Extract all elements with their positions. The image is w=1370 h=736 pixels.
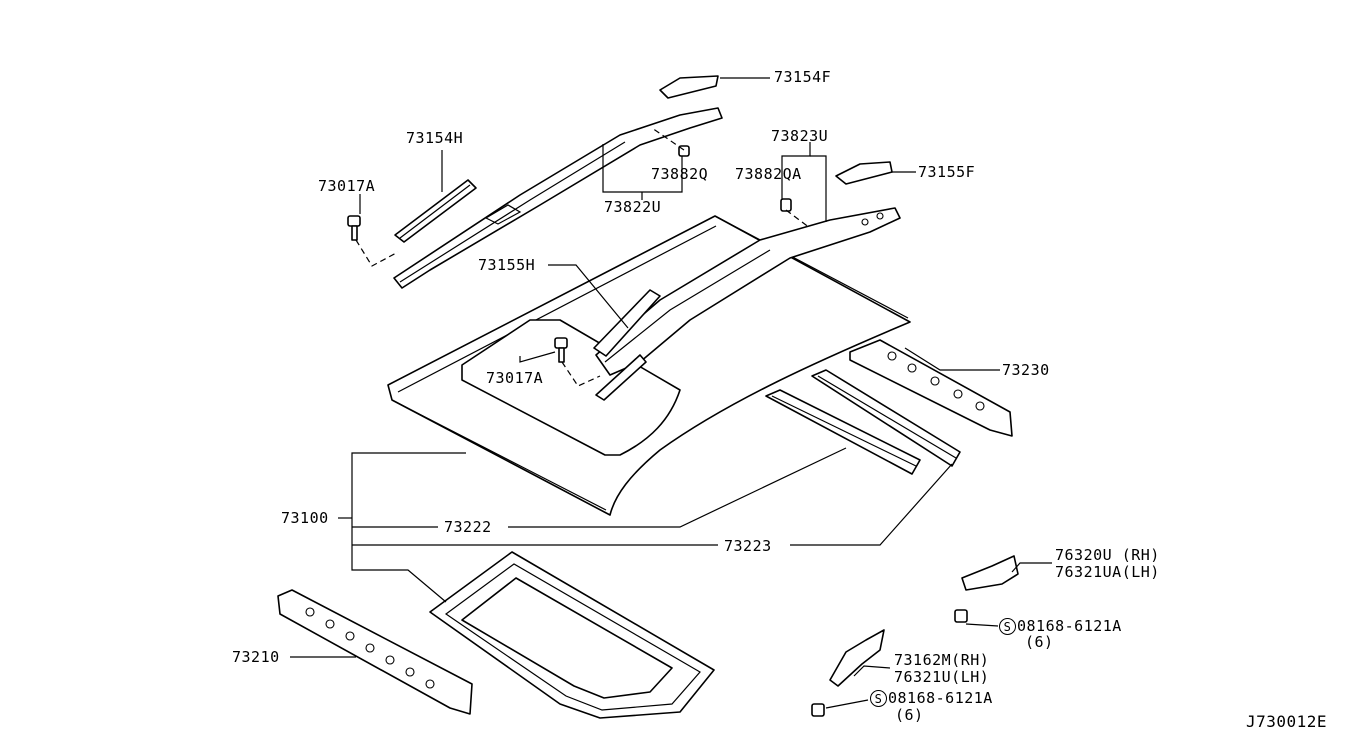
bracket-73162m[interactable] [811,629,885,717]
label-73230: 73230 [1002,361,1050,379]
label-76321ua: 76321UA(LH) [1055,563,1160,581]
bolt-08168-upper[interactable] [954,609,968,623]
cover-73154f[interactable] [659,75,719,99]
strip-73155h[interactable] [593,289,661,401]
label-qty-lower: (6) [895,706,924,724]
label-76320u: 76320U (RH) [1055,546,1160,564]
roof-bow-73230[interactable] [849,339,1013,437]
label-73882qa: 73882QA [735,165,802,183]
label-73154f: 73154F [774,68,832,86]
label-73155h: 73155H [478,256,536,274]
bolt-73017a-lower[interactable] [554,337,568,363]
label-qty-upper: (6) [1025,633,1054,651]
roof-bow-73222[interactable] [765,389,921,475]
label-73882q: 73882Q [651,165,709,183]
s-symbol-icon: S [999,618,1016,635]
label-73222: 73222 [444,518,492,536]
s-symbol-icon: S [870,690,887,707]
cover-73155f[interactable] [835,161,893,185]
sunroof-opening [461,319,681,456]
label-73223: 73223 [724,537,772,555]
clip-73882qa[interactable] [780,198,792,212]
label-73155f: 73155F [918,163,976,181]
diagram-id: J730012E [1246,712,1328,731]
label-73210: 73210 [232,648,280,666]
label-73154h: 73154H [406,129,464,147]
bolt-73017a-upper[interactable] [347,215,361,241]
label-76321u: 76321U(LH) [894,668,990,686]
cross-member-73210[interactable] [277,589,473,715]
label-73162m: 73162M(RH) [894,651,990,669]
label-73823u: 73823U [771,127,829,145]
label-73100: 73100 [281,509,329,527]
roof-bow-73223[interactable] [811,369,961,467]
leader-lines [290,77,1052,709]
bolt-08168-lower[interactable] [811,703,825,717]
bracket-76320u[interactable] [954,555,1019,623]
label-73017a-lower: 73017A [486,369,544,387]
label-73017a-upper: 73017A [318,177,376,195]
sunroof-frame[interactable] [429,551,715,719]
roof-panel[interactable] [387,215,911,516]
strip-73154h[interactable] [394,179,477,243]
label-73822u: 73822U [604,198,662,216]
